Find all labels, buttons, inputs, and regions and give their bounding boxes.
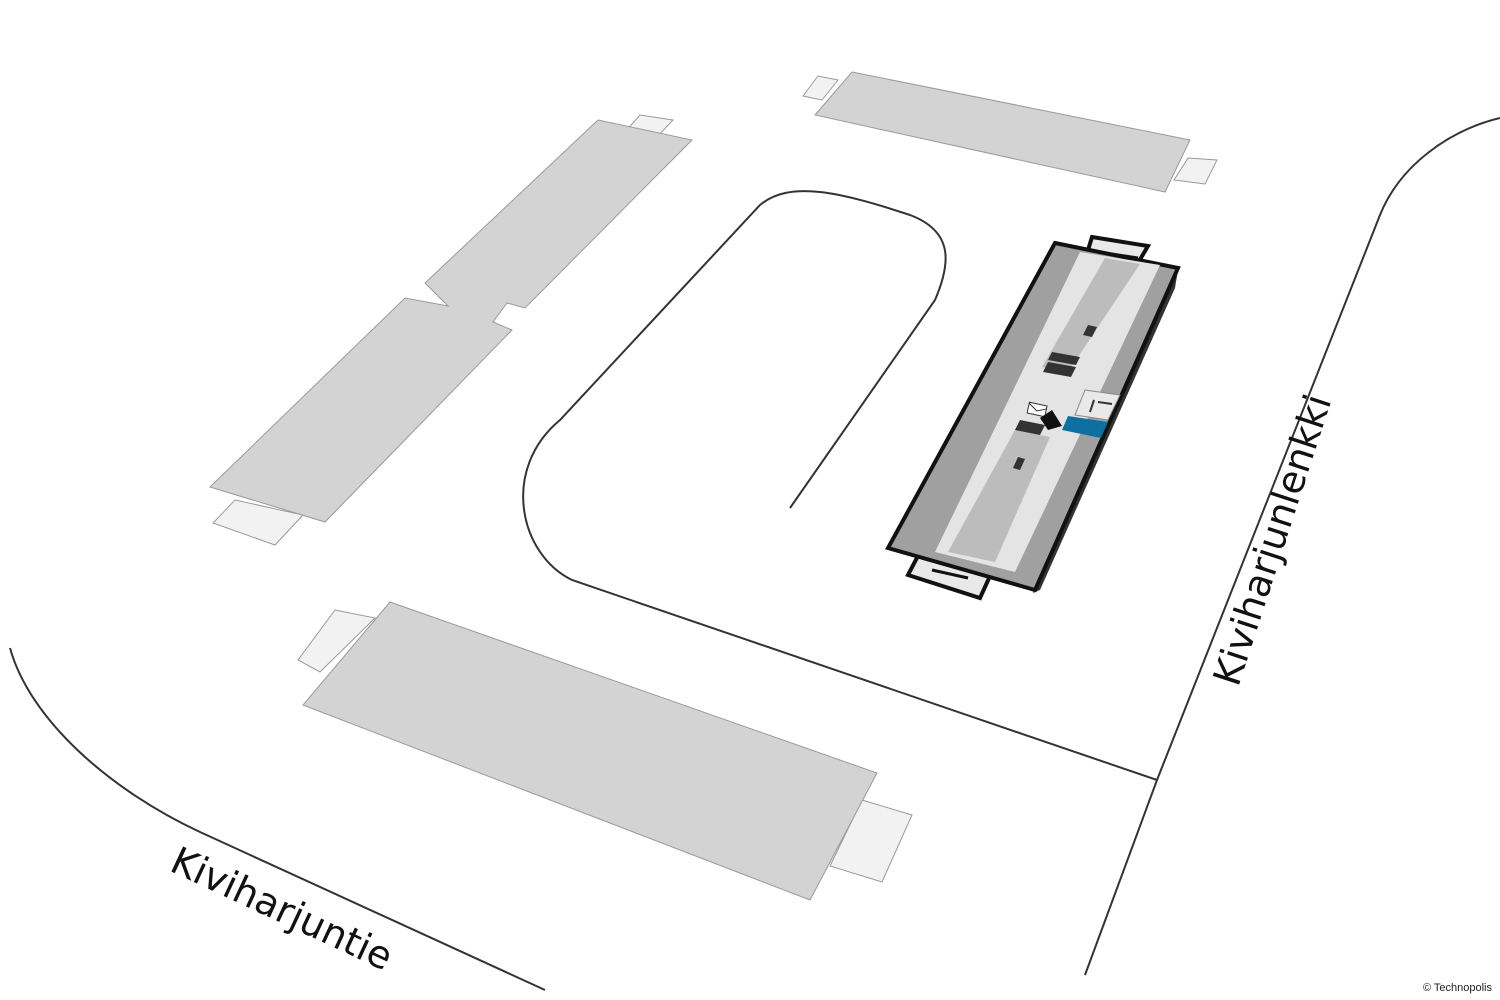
street-label-kiviharjuntie: Kiviharjuntie: [164, 838, 399, 979]
building-left: [209, 119, 694, 523]
target-building-inner-north: [1042, 258, 1140, 372]
building-top: [814, 71, 1191, 193]
other-buildings: [209, 71, 1218, 901]
building-left-wing-bottom: [212, 499, 304, 546]
street-label-kiviharjunlenkki: Kiviharjunlenkki: [1205, 389, 1340, 691]
dark-room-3: [1043, 362, 1076, 377]
target-building-annex: [1074, 389, 1121, 421]
target-building[interactable]: [885, 234, 1181, 601]
highlighted-space[interactable]: [1062, 416, 1108, 438]
parking-loop-road: [522, 190, 1158, 781]
dark-room-5: [1013, 457, 1025, 470]
south-cap-mark: [931, 568, 969, 580]
building-bottom-wing-left: [297, 609, 377, 673]
mail-icon: [1026, 401, 1048, 418]
target-building-inner-south: [948, 430, 1050, 562]
dark-room-2: [1048, 352, 1080, 365]
dark-room-4: [1015, 420, 1045, 435]
building-bottom-wing-right: [829, 799, 913, 883]
kiviharjuntie-road: [9, 647, 546, 991]
building-bottom: [302, 601, 878, 901]
annex-mark-2: [1097, 401, 1113, 405]
north-cap-mark: [1104, 251, 1139, 260]
roads: [9, 117, 1500, 991]
annex-mark: [1089, 399, 1095, 413]
dark-room-1: [1083, 325, 1097, 337]
copyright-notice: © Technopolis: [1422, 982, 1492, 994]
kiviharjunlenkki-road: [1084, 117, 1500, 976]
entrance-arrow-icon: [1040, 410, 1062, 430]
building-top-wing-left: [802, 75, 839, 101]
building-top-wing-right: [1173, 157, 1218, 185]
